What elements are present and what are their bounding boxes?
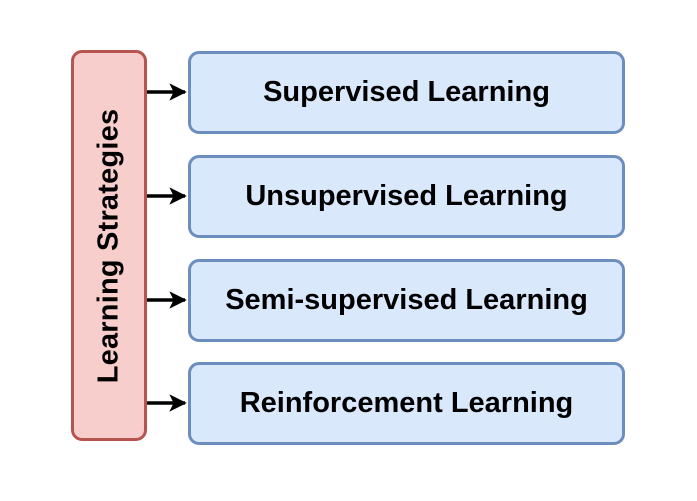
node-supervised-learning: Supervised Learning: [188, 51, 625, 134]
root-node-learning-strategies: Learning Strategies: [71, 50, 147, 441]
node-label: Supervised Learning: [263, 76, 550, 108]
node-unsupervised-learning: Unsupervised Learning: [188, 155, 625, 238]
node-label: Reinforcement Learning: [239, 387, 574, 419]
node-label: Semi-supervised Learning: [225, 284, 588, 316]
root-node-label: Learning Strategies: [92, 108, 125, 383]
node-semi-supervised-learning: Semi-supervised Learning: [188, 259, 625, 342]
node-label: Unsupervised Learning: [245, 180, 568, 212]
node-reinforcement-learning: Reinforcement Learning: [188, 362, 625, 445]
